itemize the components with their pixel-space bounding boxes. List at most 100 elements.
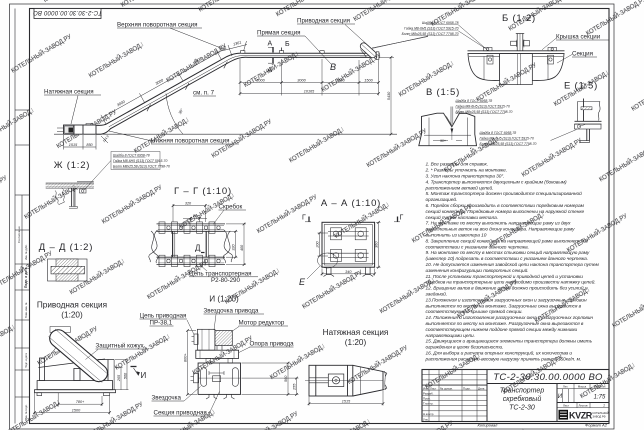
svg-text:ограждения в целях безопасност: ограждения в целях безопасности. (426, 345, 504, 351)
svg-text:секций конвейера. Порядковые н: секций конвейера. Порядковые номера выпо… (426, 208, 585, 215)
svg-text:780+: 780+ (76, 400, 85, 404)
svg-text:В: В (330, 62, 336, 72)
svg-text:850: 850 (86, 143, 93, 147)
svg-text:Шайба 8 ГОСТ 6958-78: Шайба 8 ГОСТ 6958-78 (422, 21, 459, 25)
svg-text:340: 340 (345, 270, 352, 274)
svg-text:Болт М8х25,58 (S13) ГОСТ 7798-: Болт М8х25,58 (S13) ГОСТ 7798-70 (113, 164, 170, 168)
svg-text:ПР-38,1: ПР-38,1 (150, 320, 173, 327)
svg-text:360: 360 (374, 241, 378, 248)
svg-text:400: 400 (240, 244, 244, 251)
svg-text:Взам. инв. №: Взам. инв. № (25, 302, 28, 318)
svg-text:выполняется по месту на монтаж: выполняется по месту на монтаже. Загрузо… (426, 303, 582, 309)
svg-text:организацией.: организацией. (426, 196, 458, 203)
svg-text:10. Не допускается изменения з: 10. Не допускается изменения заводской ц… (426, 261, 600, 268)
svg-text:Д – Д (1:2): Д – Д (1:2) (39, 242, 93, 253)
svg-text:Т.контр.: Т.контр. (423, 402, 434, 406)
svg-text:14. Положения и изготовления: 14. Положения и изготовления разгрузочны… (426, 315, 594, 321)
svg-text:Приводная секция: Приводная секция (37, 301, 107, 310)
svg-text:Лист: Лист (563, 404, 570, 408)
svg-text:80: 80 (193, 214, 198, 218)
svg-text:5430: 5430 (387, 91, 391, 100)
svg-text:8. Закрепление секций конвейе: 8. Закрепление секций конвейера на напра… (426, 237, 589, 244)
svg-text:см. п. 7: см. п. 7 (193, 90, 215, 97)
svg-text:Формат А2: Формат А2 (585, 423, 608, 428)
svg-text:ТС-2-30: ТС-2-30 (509, 405, 535, 412)
svg-text:1: 1 (603, 404, 605, 408)
svg-text:(швеллер 10) подрезать в соо: (швеллер 10) подрезать в соответствии с … (426, 256, 589, 262)
svg-text:KVZR: KVZR (569, 410, 593, 420)
svg-text:Верхняя поворотная секция: Верхняя поворотная секция (117, 22, 197, 29)
svg-text:1. Все размеры для справок.: 1. Все размеры для справок. (426, 162, 489, 168)
svg-text:Звездочка: Звездочка (152, 395, 182, 402)
svg-text:Дата: Дата (478, 386, 485, 390)
svg-text:соответствии с указанием данно: соответствии с указанием данного чертежа… (426, 244, 529, 250)
svg-text:И (1:20): И (1:20) (209, 295, 239, 304)
svg-text:А – А (1:10): А – А (1:10) (321, 198, 381, 209)
svg-text:1361: 1361 (233, 40, 242, 46)
svg-text:И: И (141, 371, 147, 380)
svg-text:Ж (1:2): Ж (1:2) (54, 160, 91, 171)
svg-text:13.Положения и изготовления за: 13.Положения и изготовления загрузочных … (426, 297, 588, 303)
svg-text:Г: Г (400, 215, 404, 222)
svg-text:3000: 3000 (116, 99, 126, 107)
svg-text:Д: Д (195, 244, 201, 253)
svg-text:№ докум.: № докум. (440, 386, 453, 390)
svg-text:Лист: Лист (430, 386, 437, 390)
svg-text:Прямая секция: Прямая секция (257, 30, 301, 37)
svg-text:ТС-2-30.30.00.0000 ВО: ТС-2-30.30.00.0000 ВО (33, 9, 102, 15)
svg-text:изменения конфигурации поворот: изменения конфигурации поворотных секций… (426, 267, 529, 274)
svg-text:1515: 1515 (69, 143, 78, 147)
svg-text:Копировал: Копировал (478, 423, 499, 428)
svg-text:800+: 800+ (183, 353, 187, 362)
svg-text:(1:20): (1:20) (345, 338, 367, 347)
svg-text:265: 265 (117, 374, 121, 382)
svg-text:Мотор редуктор: Мотор редуктор (239, 320, 285, 327)
svg-text:124.9: 124.9 (102, 134, 110, 143)
svg-text:Транспортер: Транспортер (500, 388, 545, 395)
svg-text:90+: 90+ (440, 139, 446, 143)
svg-text:Секция приводная: Секция приводная (154, 410, 207, 417)
svg-text:Натяжная секция: Натяжная секция (323, 328, 389, 337)
svg-text:выполняется по месту на монтаж: выполняется по месту на монтаже. Разгруз… (426, 321, 584, 327)
svg-text:Инв. № подл.: Инв. № подл. (25, 404, 28, 420)
svg-text:расположением ветвей цепей.: расположением ветвей цепей. (425, 184, 494, 191)
svg-text:Нижняя поворотная секция: Нижняя поворотная секция (151, 138, 229, 145)
svg-text:Масса: Масса (578, 384, 587, 388)
svg-text:секций путем наплавки метала.: секций путем наплавки метала. (426, 214, 498, 221)
svg-text:30°: 30° (178, 108, 184, 115)
svg-text:Подп. и дата: Подп. и дата (24, 267, 28, 288)
svg-text:В (1:5): В (1:5) (426, 87, 460, 98)
svg-text:1:75: 1:75 (594, 395, 606, 401)
svg-text:320: 320 (185, 201, 192, 205)
svg-text:Масштаб: Масштаб (594, 384, 606, 388)
svg-text:Подп.: Подп. (463, 386, 471, 390)
svg-text:200: 200 (315, 240, 319, 248)
svg-text:6. Порядок сборки производить: 6. Порядок сборки производить в соответс… (426, 203, 585, 209)
svg-text:Инв. № дубл.: Инв. № дубл. (25, 244, 28, 260)
svg-text:Лит.: Лит. (563, 384, 568, 388)
svg-text:Подп. и дата: Подп. и дата (25, 353, 28, 368)
svg-text:Б (1:2): Б (1:2) (502, 13, 536, 24)
svg-text:255: 255 (292, 383, 296, 391)
svg-text:Гайка М8-6Н5 (S13) ГОСТ 5915-7: Гайка М8-6Н5 (S13) ГОСТ 5915-70 (456, 104, 510, 108)
svg-text:16. Для выбора и расчета опор: 16. Для выбора и расчета опорных констру… (426, 350, 573, 357)
svg-text:Г – Г (1:10): Г – Г (1:10) (174, 186, 232, 197)
svg-text:Шайба 8 ГОСТ 6958-78: Шайба 8 ГОСТ 6958-78 (456, 99, 493, 103)
svg-text:Изм.: Изм. (423, 386, 429, 390)
svg-text:Пров.: Пров. (423, 397, 431, 401)
svg-text:Болт М8х25,58 (S13) ГОСТ 7798-: Болт М8х25,58 (S13) ГОСТ 7798-70 (402, 32, 459, 36)
svg-text:Гайка М8-6Н5 (S13) ГОСТ 5915-7: Гайка М8-6Н5 (S13) ГОСТ 5915-70 (480, 136, 534, 140)
svg-text:расположения расчетно-весовую: расположения расчетно-весовую нагрузку п… (425, 355, 582, 362)
svg-text:3. Угол наклона транспортера: 3. Угол наклона транспортера 30°. (426, 174, 505, 180)
svg-text:заеданий.: заеданий. (425, 291, 448, 298)
svg-text:КОТЕЛЬНЫЙ: КОТЕЛЬНЫЙ (593, 411, 609, 415)
svg-text:параллельных веток на всю длин: параллельных веток на всю длину конвейер… (426, 226, 576, 233)
svg-text:Гайка М8-6Н5 (S13) ГОСТ 5915-7: Гайка М8-6Н5 (S13) ГОСТ 5915-70 (113, 159, 167, 163)
svg-text:Б: Б (285, 41, 290, 48)
svg-text:соответствующем нижнем поддоне: соответствующем нижнем поддоне прямой се… (426, 326, 578, 333)
svg-text:1500: 1500 (72, 408, 81, 412)
svg-text:Защитный кожух: Защитный кожух (96, 343, 145, 350)
svg-text:Гайка М8-6Н5 (S13) ГОСТ 5915-7: Гайка М8-6Н5 (S13) ГОСТ 5915-70 (404, 26, 458, 30)
svg-text:Крышка секции: Крышка секции (556, 34, 601, 41)
svg-text:Цепь приводная: Цепь приводная (140, 313, 187, 320)
